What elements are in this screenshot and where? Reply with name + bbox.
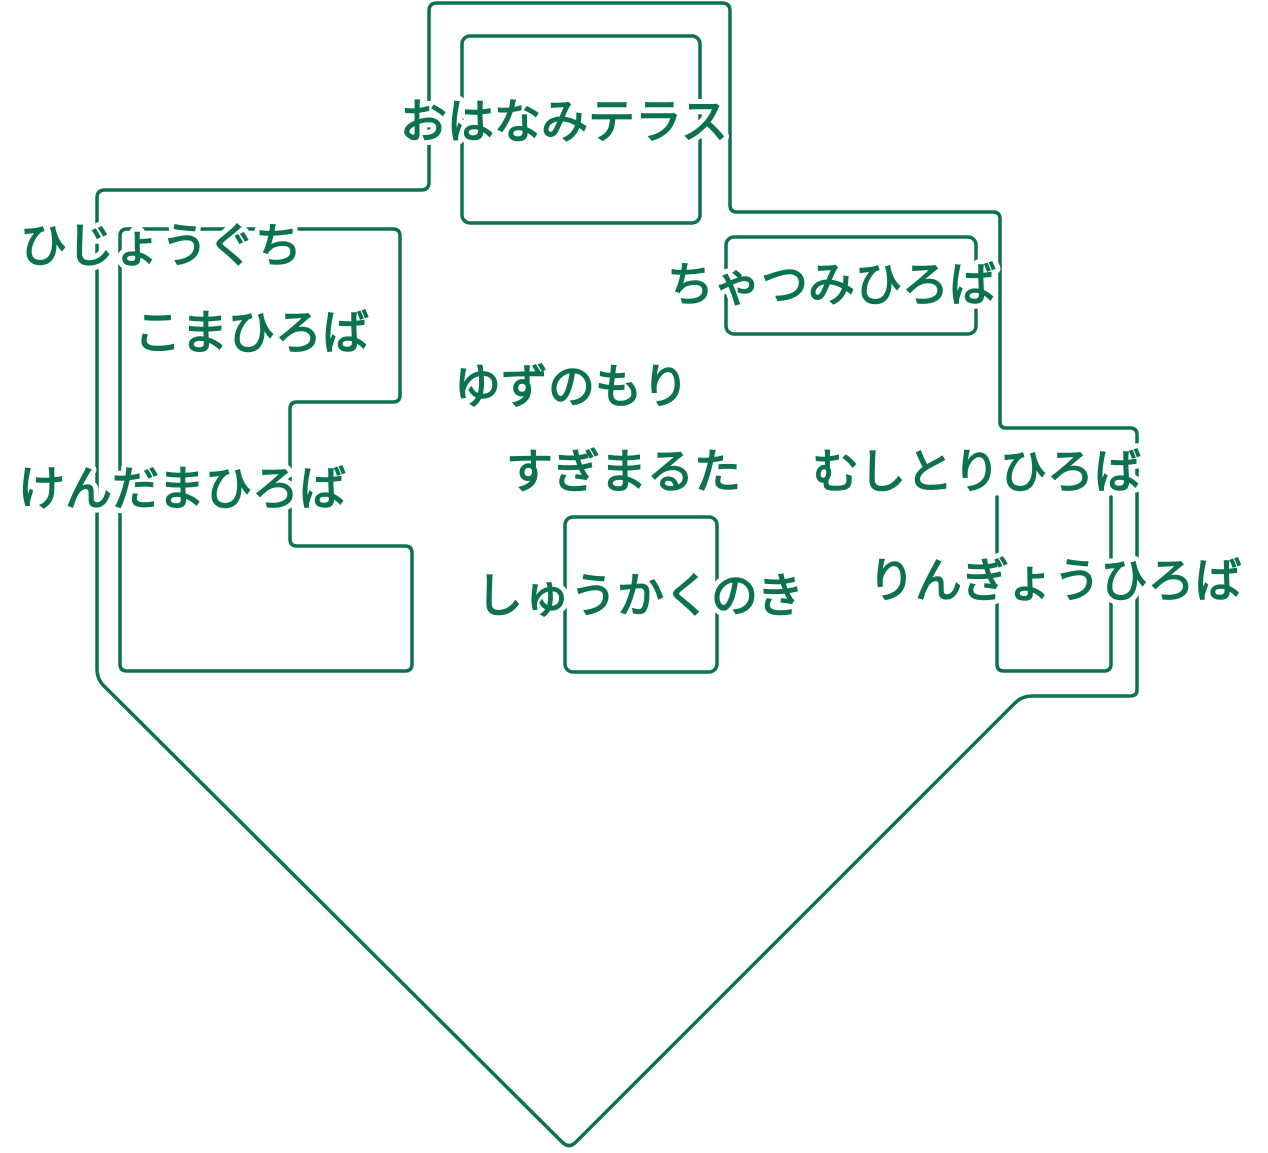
chatsumi-area-box <box>724 235 978 336</box>
area-label-kendama-hiroba: けんだまひろば <box>18 462 346 517</box>
harvest-tree-area-box <box>563 515 719 674</box>
area-label-ohanami-terrace: おはなみテラス <box>400 95 728 150</box>
terrace-area-box <box>460 34 702 225</box>
area-label-hijouguchi: ひじょうぐち <box>20 219 302 274</box>
park-outer-boundary <box>95 1 1139 1148</box>
area-label-yuzu-no-mori: ゆずのもり <box>454 360 689 415</box>
area-label-mushitori-hiroba: むしとりひろば <box>812 445 1141 500</box>
area-label-chatsumi-hiroba: ちゃつみひろば <box>667 258 996 313</box>
area-label-koma-hiroba: こまひろば <box>134 306 369 361</box>
forestry-area-box <box>995 495 1113 673</box>
area-label-shuukaku-no-ki: しゅうかくのき <box>476 569 804 624</box>
area-label-sugimaruta: すぎまるた <box>506 445 741 500</box>
west-area-boundary <box>118 227 414 673</box>
area-label-ringyou-hiroba: りんぎょうひろば <box>868 554 1242 609</box>
